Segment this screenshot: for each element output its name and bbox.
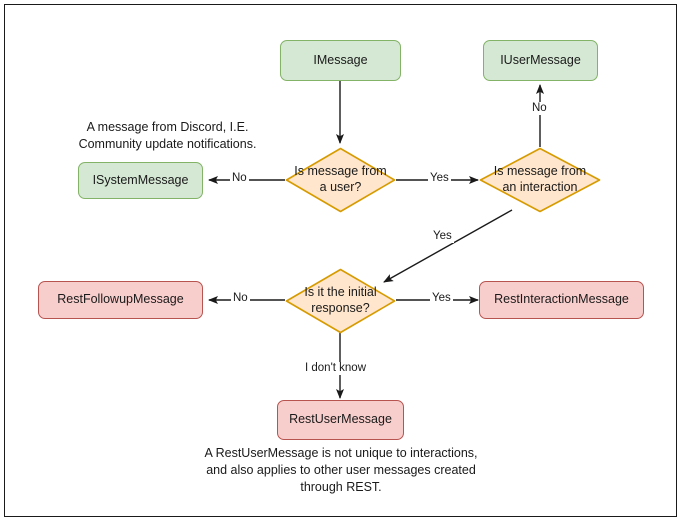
node-imessage-label: IMessage xyxy=(313,52,368,67)
edge-label-is-initial-response-yes: Yes xyxy=(430,292,453,305)
edge-is-from-interaction-yes-to-is-initial-response xyxy=(383,209,513,283)
edge-label-is-initial-response-unknown: I don't know xyxy=(303,362,369,375)
node-restusermessage[interactable]: RestUserMessage xyxy=(277,400,404,440)
diamond-shape xyxy=(479,147,601,213)
node-isystemmessage-label: ISystemMessage xyxy=(92,172,189,187)
node-iusermessage-label: IUserMessage xyxy=(500,52,581,67)
annotation-rest-user-message-note: A RestUserMessage is not unique to inter… xyxy=(204,446,478,494)
node-restfollowupmessage-label: RestFollowupMessage xyxy=(57,292,184,307)
node-isystemmessage[interactable]: ISystemMessage xyxy=(78,162,203,199)
node-restusermessage-label: RestUserMessage xyxy=(289,412,392,427)
diamond-shape xyxy=(285,268,396,334)
annotation-system-message-note: A message from Discord, I.E. Community u… xyxy=(78,120,257,151)
edge-label-is-from-interaction-no: No xyxy=(530,102,549,115)
edge-label-is-from-user-yes: Yes xyxy=(428,172,451,185)
node-is-message-from-user-label: Is message from a user? xyxy=(294,164,387,194)
edge-label-is-initial-response-no: No xyxy=(231,292,250,305)
node-restinteractionmessage-label: RestInteractionMessage xyxy=(494,292,629,307)
edge-label-is-from-interaction-yes: Yes xyxy=(431,230,454,243)
node-is-initial-response[interactable]: Is it the initial response? xyxy=(285,268,396,334)
edge-label-is-from-user-no: No xyxy=(230,172,249,185)
node-is-message-from-interaction-label: Is message from an interaction xyxy=(493,164,587,194)
node-is-message-from-user[interactable]: Is message from a user? xyxy=(285,147,396,213)
node-restinteractionmessage[interactable]: RestInteractionMessage xyxy=(479,281,644,319)
node-is-initial-response-label: Is it the initial response? xyxy=(304,285,377,315)
node-imessage[interactable]: IMessage xyxy=(280,40,401,81)
diamond-shape xyxy=(285,147,396,213)
node-is-message-from-interaction[interactable]: Is message from an interaction xyxy=(479,147,601,213)
node-restfollowupmessage[interactable]: RestFollowupMessage xyxy=(38,281,203,319)
node-iusermessage[interactable]: IUserMessage xyxy=(483,40,598,81)
